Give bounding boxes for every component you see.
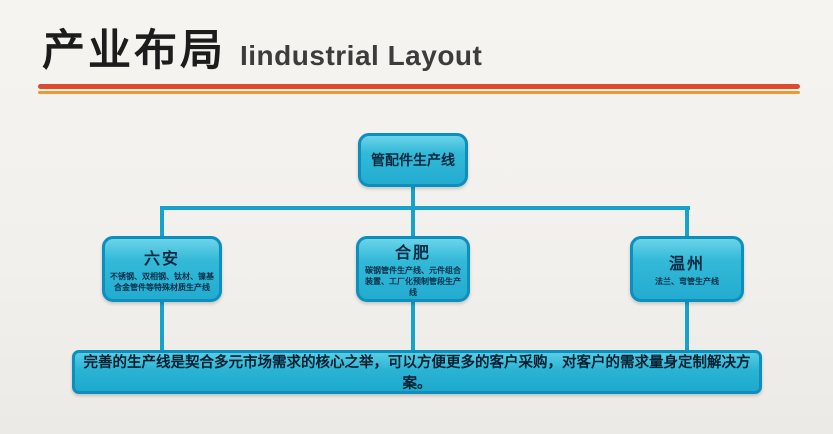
connector-hefei-summary xyxy=(411,300,415,352)
connector-bus xyxy=(160,206,690,210)
node-luan-label: 六安 xyxy=(143,250,180,268)
node-luan-detail: 不锈钢、双相钢、钛材、镍基合金管件等特殊材质生产线 xyxy=(110,271,214,292)
node-root-label: 管配件生产线 xyxy=(371,152,455,168)
node-hefei: 合肥 碳钢管件生产线、元件组合装置、工厂化预制管段生产线 xyxy=(356,236,470,302)
node-wenzhou-detail: 法兰、弯管生产线 xyxy=(655,277,719,287)
connector-wenzhou-summary xyxy=(685,300,689,352)
page-subtitle: Iindustrial Layout xyxy=(240,40,483,71)
node-root: 管配件生产线 xyxy=(358,133,468,187)
connector-drop-luan xyxy=(160,206,164,238)
connector-drop-hefei xyxy=(411,206,415,238)
header-divider xyxy=(38,84,800,94)
node-hefei-label: 合肥 xyxy=(394,245,431,263)
divider-line-red xyxy=(38,84,800,89)
page-title: 产业布局 xyxy=(42,27,226,75)
summary-bar: 完善的生产线是契合多元市场需求的核心之举，可以方便更多的客户采购，对客户的需求量… xyxy=(72,350,762,394)
divider-line-orange xyxy=(38,91,800,94)
node-hefei-detail: 碳钢管件生产线、元件组合装置、工厂化预制管段生产线 xyxy=(365,266,461,297)
node-wenzhou: 温州 法兰、弯管生产线 xyxy=(630,236,744,302)
connector-drop-wenzhou xyxy=(685,206,689,238)
connector-luan-summary xyxy=(160,300,164,352)
node-luan: 六安 不锈钢、双相钢、钛材、镍基合金管件等特殊材质生产线 xyxy=(102,236,222,302)
page-header: 产业布局 Iindustrial Layout xyxy=(42,16,482,78)
summary-text: 完善的生产线是契合多元市场需求的核心之举，可以方便更多的客户采购，对客户的需求量… xyxy=(83,355,751,392)
connector-root-stem xyxy=(411,185,415,209)
node-wenzhou-label: 温州 xyxy=(668,256,705,274)
